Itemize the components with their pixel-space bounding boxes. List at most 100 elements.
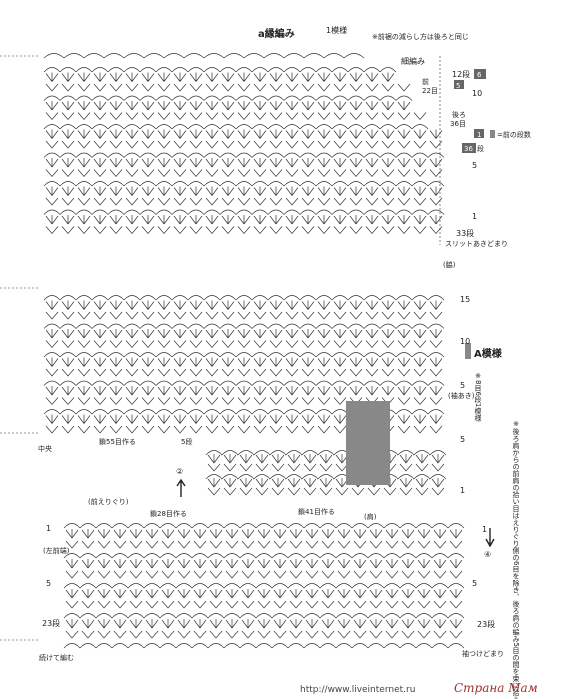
- stitch-mark: [417, 630, 431, 639]
- stitch-mark: [353, 619, 367, 629]
- stitch-mark: [107, 409, 125, 415]
- stitch-mark: [285, 357, 299, 367]
- stitch-mark: [171, 124, 189, 130]
- stitch-mark: [417, 570, 431, 579]
- stitch-mark: [157, 83, 171, 92]
- stitch-mark: [285, 340, 299, 349]
- stitch-mark: [299, 380, 317, 386]
- stitch-mark: [225, 559, 239, 569]
- stitch-mark: [363, 295, 381, 301]
- stitch-mark: [365, 340, 379, 349]
- pattern-highlight-block: [346, 401, 390, 485]
- stitch-mark: [45, 186, 59, 196]
- stitch-mark: [125, 368, 139, 377]
- stitch-mark: [273, 540, 287, 549]
- stitch-mark: [177, 600, 191, 609]
- stitch-mark: [349, 83, 363, 92]
- badge36-suffix: 段: [477, 144, 484, 153]
- stitch-mark: [349, 186, 363, 196]
- stitch-mark: [237, 329, 251, 339]
- stitch-mark: [109, 112, 123, 121]
- stitch-mark: [431, 523, 449, 529]
- stitch-mark: [253, 226, 267, 235]
- stitch-mark: [43, 67, 61, 73]
- stitch-mark: [369, 589, 383, 599]
- stitch-mark: [347, 181, 365, 187]
- stitch-mark: [413, 226, 427, 235]
- stitch-mark: [427, 181, 445, 187]
- stitch-mark: [173, 340, 187, 349]
- stitch-mark: [237, 215, 251, 225]
- stitch-mark: [97, 619, 111, 629]
- stitch-mark: [365, 158, 379, 168]
- stitch-mark: [321, 630, 335, 639]
- stitch-mark: [285, 414, 299, 424]
- stitch-mark: [449, 529, 463, 539]
- stitch-mark: [299, 323, 317, 329]
- stitch-mark: [113, 619, 127, 629]
- stitch-mark: [125, 226, 139, 235]
- stitch-mark: [415, 613, 433, 619]
- stitch-mark: [237, 197, 251, 206]
- sleeve-open-label: (袖あき): [448, 391, 475, 400]
- stitch-mark: [433, 600, 447, 609]
- stitch-mark: [363, 380, 381, 386]
- stitch-mark: [175, 523, 193, 529]
- stitch-mark: [223, 643, 241, 649]
- stitch-mark: [203, 209, 221, 215]
- stitch-mark: [315, 323, 333, 329]
- stitch-mark: [305, 589, 319, 599]
- stitch-mark: [363, 181, 381, 187]
- stitch-mark: [333, 158, 347, 168]
- stitch-mark: [299, 295, 317, 301]
- stitch-mark: [299, 95, 317, 101]
- stitch-mark: [379, 209, 397, 215]
- stitch-mark: [109, 397, 123, 406]
- stitch-mark: [283, 352, 301, 358]
- stitch-mark: [269, 197, 283, 206]
- stitch-mark: [381, 129, 395, 139]
- stitch-mark: [239, 613, 257, 619]
- stitch-mark: [337, 589, 351, 599]
- stitch-mark: [381, 311, 395, 320]
- stitch-mark: [303, 523, 321, 529]
- stitch-mark: [223, 613, 241, 619]
- stitch-mark: [113, 600, 127, 609]
- stitch-mark: [285, 474, 303, 480]
- stitch-mark: [253, 450, 271, 456]
- stitch-mark: [237, 397, 251, 406]
- stitch-mark: [189, 158, 203, 168]
- stitch-mark: [207, 583, 225, 589]
- stitch-mark: [301, 425, 315, 434]
- stitch-mark: [303, 553, 321, 559]
- stitch-mark: [141, 368, 155, 377]
- stitch-mark: [429, 169, 443, 178]
- stitch-mark: [267, 323, 285, 329]
- stitch-mark: [109, 368, 123, 377]
- stitch-mark: [429, 158, 443, 168]
- stitch-mark: [139, 152, 157, 158]
- stitch-mark: [81, 630, 95, 639]
- stitch-mark: [221, 368, 235, 377]
- stitch-mark: [203, 53, 225, 59]
- stitch-mark: [189, 101, 203, 111]
- stitch-mark: [235, 67, 253, 73]
- stitch-mark: [381, 368, 395, 377]
- stitch-mark: [65, 600, 79, 609]
- stitch-mark: [221, 186, 235, 196]
- stitch-mark: [381, 357, 395, 367]
- stitch-mark: [253, 215, 267, 225]
- stitch-mark: [141, 186, 155, 196]
- stitch-mark: [349, 357, 363, 367]
- stitch-mark: [271, 454, 285, 464]
- stitch-mark: [45, 215, 59, 225]
- stitch-mark: [225, 570, 239, 579]
- stitch-mark: [43, 209, 61, 215]
- stitch-mark: [397, 169, 411, 178]
- stitch-mark: [61, 311, 75, 320]
- stitch-mark: [77, 129, 91, 139]
- stitch-mark: [411, 152, 429, 158]
- row5c: 5: [460, 435, 465, 444]
- stitch-mark: [267, 352, 285, 358]
- stitch-mark: [157, 101, 171, 111]
